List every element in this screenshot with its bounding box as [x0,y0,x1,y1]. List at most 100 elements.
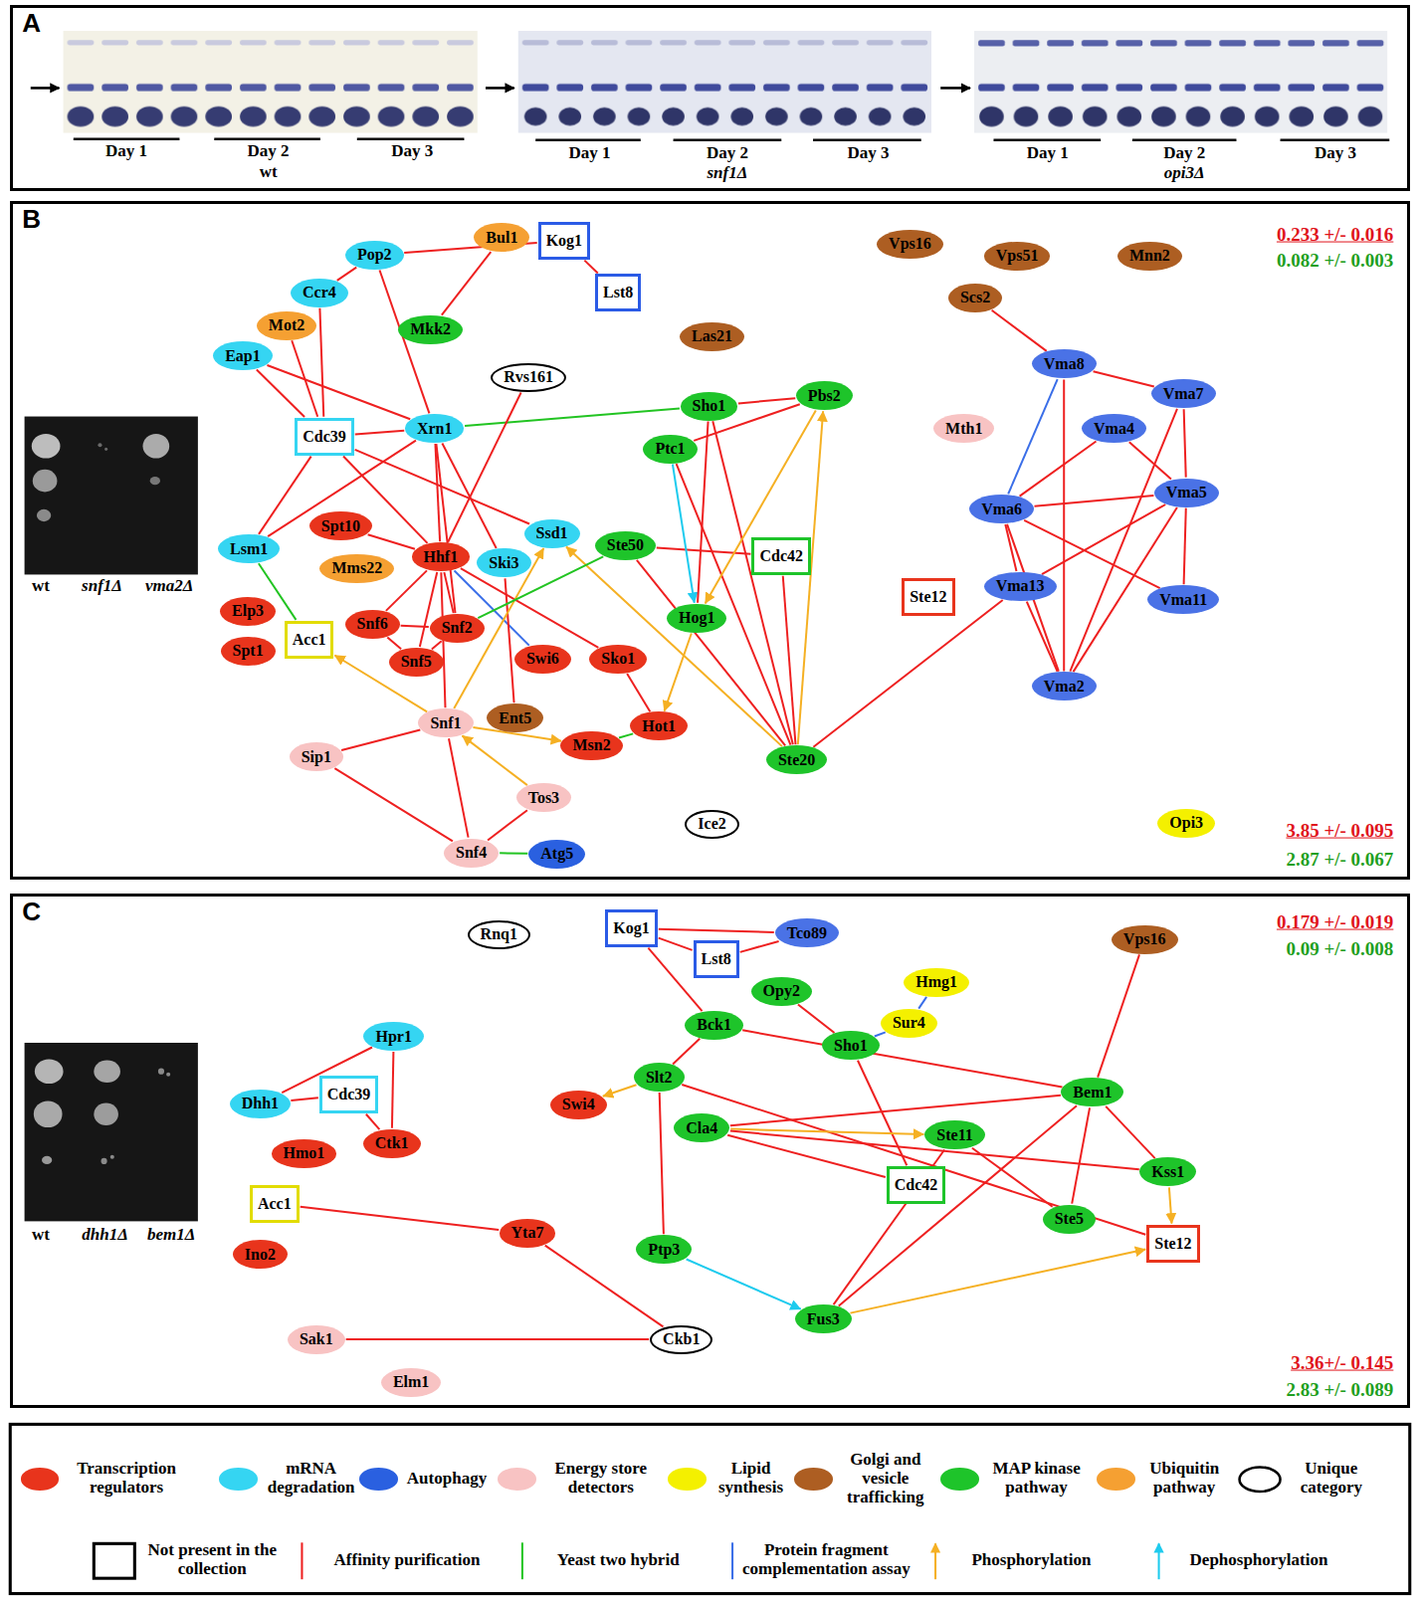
protein-name: Vma4 [1093,419,1135,438]
protein-node: Ptc1 [642,434,697,464]
protein-name: Ice2 [697,814,726,833]
interaction-edge [401,625,429,627]
protein-name: Opy2 [763,982,801,1001]
interaction-edge [686,1259,802,1310]
interaction-edge [798,1004,835,1033]
legend-text: Ubiquitin pathway [1137,1460,1231,1498]
protein-name: Ste11 [936,1126,973,1145]
interaction-edge [1097,954,1140,1077]
interaction-edge [874,1031,886,1036]
day-label: Day 3 [846,143,889,163]
interaction-edge [392,1051,394,1129]
interaction-edge [387,636,402,649]
legend-text: Dephosphorylation [1167,1551,1352,1571]
protein-name: Fus3 [807,1310,840,1329]
figure-panel: BVps16Bul1Kog1Pop2Vps51Mnn2Lst8Ccr4Scs2M… [9,201,1410,880]
protein-node: Kog1 [538,221,591,260]
protein-node: Cdc42 [886,1166,947,1205]
protein-name: Vma6 [981,500,1022,519]
protein-node: Kog1 [605,909,657,948]
legend-text: Phosphorylation [944,1551,1118,1571]
day-label: Day 2 [247,141,290,161]
interaction-edge [705,410,816,605]
legend-text: Lipid synthesis [708,1460,793,1498]
protein-name: Sho1 [692,397,727,415]
protein-name: Snf2 [441,618,473,637]
protein-name: Ste12 [1154,1234,1192,1253]
day-label: Day 1 [1026,143,1069,163]
protein-name: Sip1 [301,748,332,767]
protein-name: Las21 [691,327,733,346]
legend-text: Protein fragment complementation assay [738,1542,914,1580]
protein-node: Vps51 [984,241,1051,271]
protein-name: Vma5 [1166,483,1208,502]
protein-node: Ste12 [1146,1224,1200,1263]
protein-name: Vma8 [1043,355,1085,374]
legend-swatch [940,1467,980,1491]
protein-name: Vma13 [996,577,1045,596]
protein-node: Vma4 [1081,413,1147,443]
protein-name: Ptp3 [647,1240,680,1259]
day-label: Day 2 [706,143,749,163]
legend-swatch [20,1467,60,1491]
protein-name: Bul1 [485,228,518,247]
interaction-edge [1169,1187,1173,1223]
interaction-edge [658,929,775,933]
protein-name: Ctk1 [375,1134,409,1153]
interaction-edge [738,398,796,404]
protein-node: Mms22 [319,554,395,584]
score-value: 0.233 +/- 0.016 [1276,223,1394,245]
protein-node: Acc1 [249,1185,300,1223]
panel-letter: A [21,7,41,38]
protein-name: Swi6 [526,649,560,668]
legend-text: Not present in the collection [140,1542,284,1580]
interaction-edge [849,1249,1146,1314]
protein-node: Ptp3 [635,1234,692,1264]
band-arrows [30,86,971,90]
interaction-edge [727,1135,886,1178]
protein-node: Ski3 [476,548,531,578]
legend-swatch [218,1467,258,1491]
interaction-edge [812,600,1003,748]
protein-node: Ste50 [595,531,656,561]
protein-node: Msn2 [560,731,622,761]
interaction-edge [1062,379,1065,671]
interaction-edge [460,568,600,648]
interaction-edge [448,738,469,837]
protein-name: Bem1 [1072,1083,1112,1102]
interaction-edge [290,1097,318,1101]
protein-name: Rvs161 [503,368,554,387]
protein-name: Mnn2 [1129,246,1171,265]
protein-name: Snf6 [357,614,389,633]
protein-node: Scs2 [948,283,1003,313]
protein-node: Xrn1 [405,413,465,443]
day-brackets [73,139,1390,141]
protein-node: Bul1 [473,222,530,252]
protein-name: Opi3 [1169,813,1204,832]
interaction-edge [783,576,797,746]
protein-node: Lsm1 [217,534,280,564]
protein-node: Swi4 [550,1090,608,1120]
protein-name: Cdc42 [894,1176,939,1195]
legend-swatch [794,1467,833,1491]
interaction-edge [672,464,695,604]
protein-name: Vps16 [888,234,932,253]
protein-node: Snf1 [417,708,473,738]
protein-name: Scs2 [960,288,991,307]
interaction-edge [1071,1107,1090,1204]
interaction-edge [664,632,692,711]
interaction-edge [838,1105,1077,1306]
interaction-edge [355,430,406,435]
protein-name: Yta7 [511,1223,545,1242]
protein-name: Acc1 [292,630,327,649]
score-value: 0.179 +/- 0.019 [1276,911,1394,933]
legend-frame [9,1423,1410,1594]
protein-name: Kog1 [612,919,649,938]
interaction-edge [1184,408,1187,477]
protein-node: Rnq1 [467,920,531,950]
protein-node: Vma8 [1031,349,1097,379]
interaction-edge [266,365,410,419]
protein-name: Hmg1 [915,973,958,992]
protein-node: Fus3 [795,1304,852,1334]
